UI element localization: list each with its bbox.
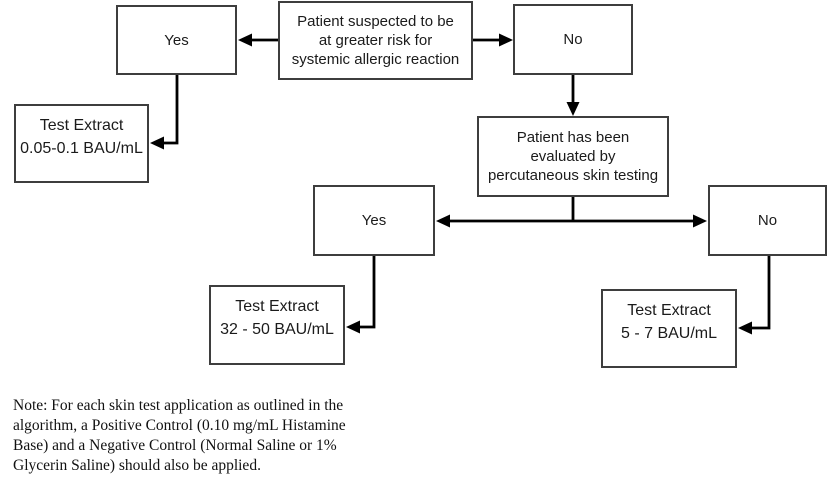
arrow-yes1-to-result-low (150, 75, 179, 150)
node-risk-question-label: Patient suspected to be at greater risk … (291, 13, 460, 68)
node-yes2-label: Yes (361, 212, 387, 229)
node-no1-label: No (563, 31, 583, 48)
arrow-yes2-to-result-mid (346, 256, 376, 334)
arrow-no2-to-result-high (738, 256, 771, 335)
node-no2-label: No (757, 212, 778, 229)
arrow-no1-to-question2 (566, 75, 580, 116)
node-evaluated-question-label: Patient has been evaluated by percutaneo… (487, 129, 659, 184)
node-no2: No (708, 185, 827, 256)
node-result-low: Test Extract 0.05-0.1 BAU/mL (14, 104, 149, 183)
arrow-question1-to-yes1 (238, 33, 278, 47)
node-risk-question: Patient suspected to be at greater risk … (278, 1, 473, 80)
node-result-mid-label: Test Extract 32 - 50 BAU/mL (220, 298, 334, 338)
node-result-low-label: Test Extract 0.05-0.1 BAU/mL (20, 117, 143, 157)
node-result-high-label: Test Extract 5 - 7 BAU/mL (620, 302, 718, 342)
node-yes1-label: Yes (164, 31, 189, 49)
arrow-question2-branch (436, 197, 707, 228)
arrow-question1-to-no1 (473, 33, 513, 47)
footnote: Note: For each skin test application as … (13, 397, 346, 474)
node-result-high: Test Extract 5 - 7 BAU/mL (601, 289, 737, 368)
node-yes1: Yes (116, 5, 237, 75)
node-result-mid: Test Extract 32 - 50 BAU/mL (209, 285, 345, 365)
node-evaluated-question: Patient has been evaluated by percutaneo… (477, 116, 669, 197)
node-no1: No (513, 4, 633, 75)
node-yes2: Yes (313, 185, 435, 256)
